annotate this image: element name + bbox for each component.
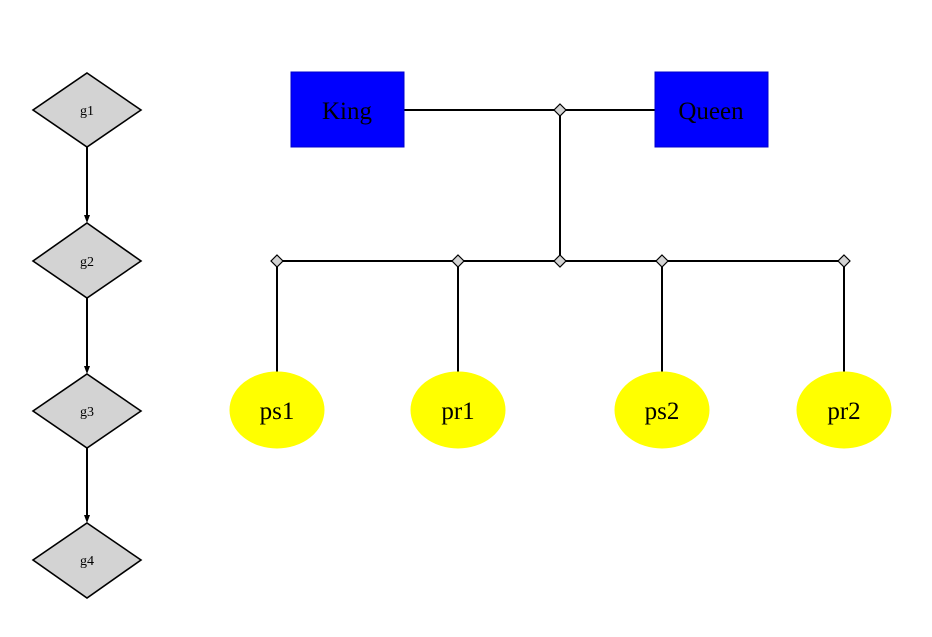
family-edges	[276, 109, 845, 372]
family-junction	[553, 254, 567, 268]
generation-label: g4	[80, 554, 94, 569]
arrowhead-g4	[84, 515, 90, 523]
child-label: pr2	[827, 398, 860, 425]
arrowhead-g3	[84, 366, 90, 374]
child-label: ps1	[260, 398, 295, 425]
generation-node-3: g3	[31, 373, 143, 449]
parent-node-queen: Queen	[654, 71, 769, 148]
child-node-ps1: ps1	[229, 371, 325, 449]
generation-node-4: g4	[31, 522, 143, 599]
junction-pr1	[451, 254, 465, 268]
arrowhead-g2	[84, 215, 90, 223]
child-node-pr1: pr1	[410, 371, 506, 449]
parent-label: King	[322, 98, 373, 125]
junction-ps1	[270, 254, 284, 268]
child-node-pr2: pr2	[796, 371, 892, 449]
child-label: pr1	[441, 398, 474, 425]
generation-label: g1	[80, 104, 94, 119]
child-node-ps2: ps2	[614, 371, 710, 449]
generation-node-1: g1	[31, 72, 143, 148]
junction-ps2	[655, 254, 669, 268]
junction-points	[270, 103, 851, 268]
generation-label: g2	[80, 255, 94, 270]
junction-pr2	[837, 254, 851, 268]
generation-edges	[84, 147, 90, 523]
generation-node-2: g2	[31, 222, 143, 299]
child-label: ps2	[645, 398, 680, 425]
marriage-junction	[553, 103, 567, 117]
generation-label: g3	[80, 405, 94, 420]
parent-label: Queen	[678, 98, 744, 125]
parent-node-king: King	[290, 71, 405, 148]
